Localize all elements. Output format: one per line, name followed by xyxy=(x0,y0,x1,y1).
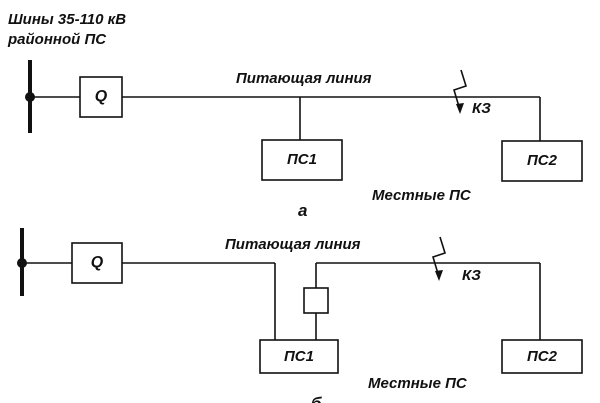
breaker-q-b-label: Q xyxy=(91,254,104,271)
substation-ps1-a-label: ПС1 xyxy=(287,151,317,168)
scheme-a: Q ПС1 ПС2 Питающая линия КЗ Местные ПС а xyxy=(25,60,583,220)
substation-ps2-b xyxy=(501,339,583,374)
fault-arrow-icon-b xyxy=(432,236,446,278)
fault-arrowhead-icon-b xyxy=(435,270,443,281)
caption-b: б xyxy=(311,394,322,403)
breaker-q-a-label: Q xyxy=(95,88,108,105)
switch-b xyxy=(303,287,329,314)
fault-arrow-icon-a xyxy=(453,69,467,111)
scheme-b: Q ПС1 ПС2 Питающая линия КЗ Местные ПС б xyxy=(17,228,583,403)
substation-ps2-a xyxy=(501,140,583,182)
feeder-label-b: Питающая линия xyxy=(225,236,361,253)
feeder-label-a: Питающая линия xyxy=(236,70,372,87)
local-label-a: Местные ПС xyxy=(372,187,472,204)
substation-ps1-b-label: ПС1 xyxy=(284,348,314,365)
substation-ps1-a xyxy=(261,139,343,181)
bus-label-line1: Шины 35-110 кВ xyxy=(8,11,126,28)
fault-arrowhead-icon-a xyxy=(456,103,464,114)
substation-ps1-b xyxy=(259,339,339,374)
substation-ps2-b-label: ПС2 xyxy=(527,348,558,365)
substation-ps2-a-label: ПС2 xyxy=(527,152,558,169)
fault-label-a: КЗ xyxy=(472,100,491,117)
caption-a: а xyxy=(298,201,307,220)
bus-label-line2: районной ПС xyxy=(7,31,107,48)
fault-label-b: КЗ xyxy=(462,267,481,284)
local-label-b: Местные ПС xyxy=(368,375,468,392)
breaker-q-b xyxy=(71,242,123,284)
breaker-q-a xyxy=(79,76,123,118)
